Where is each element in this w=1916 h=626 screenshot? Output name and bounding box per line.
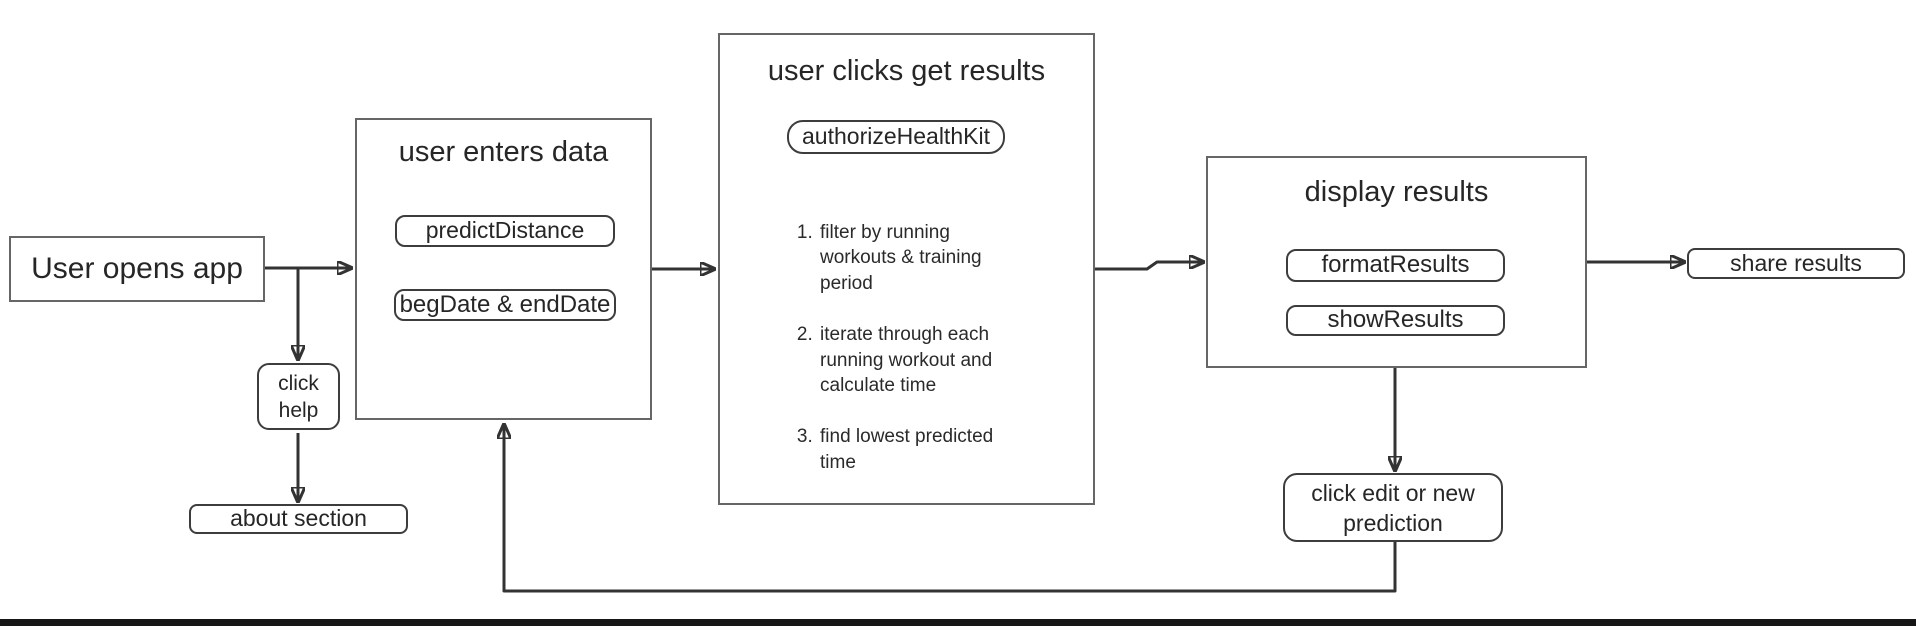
connector-clicks-to-display [1095, 262, 1204, 271]
node-user-opens-app-label: User opens app [31, 252, 243, 285]
bottom-edge-bar [0, 619, 1916, 626]
pill-authorize-healthkit: authorizeHealthKit [787, 120, 1005, 154]
node-display-results: display results formatResults showResult… [1206, 156, 1587, 368]
node-about-section: about section [189, 504, 408, 534]
node-user-clicks-get-results-title: user clicks get results [767, 55, 1046, 87]
results-steps-list: filter by running workouts & training pe… [790, 194, 1050, 501]
results-step-2: iterate through each running workout and… [818, 322, 1050, 399]
node-click-edit-or-new-prediction: click edit or new prediction [1283, 473, 1503, 542]
pill-predict-distance: predictDistance [395, 215, 615, 247]
node-share-results: share results [1687, 248, 1905, 279]
node-user-opens-app: User opens app [9, 236, 265, 302]
results-step-3: find lowest predicted time [818, 424, 1050, 475]
connector-edit-loop-to-enters [504, 424, 1397, 593]
node-click-help: click help [257, 363, 340, 430]
node-user-clicks-get-results: user clicks get results authorizeHealthK… [718, 33, 1095, 505]
results-step-1: filter by running workouts & training pe… [818, 220, 1050, 297]
pill-show-results: showResults [1286, 305, 1505, 336]
node-user-enters-data-title: user enters data [398, 136, 609, 168]
pill-format-results: formatResults [1286, 249, 1505, 282]
pill-begdate-enddate: begDate & endDate [394, 289, 616, 321]
node-user-enters-data: user enters data predictDistance begDate… [355, 118, 652, 420]
node-display-results-title: display results [1304, 176, 1489, 208]
